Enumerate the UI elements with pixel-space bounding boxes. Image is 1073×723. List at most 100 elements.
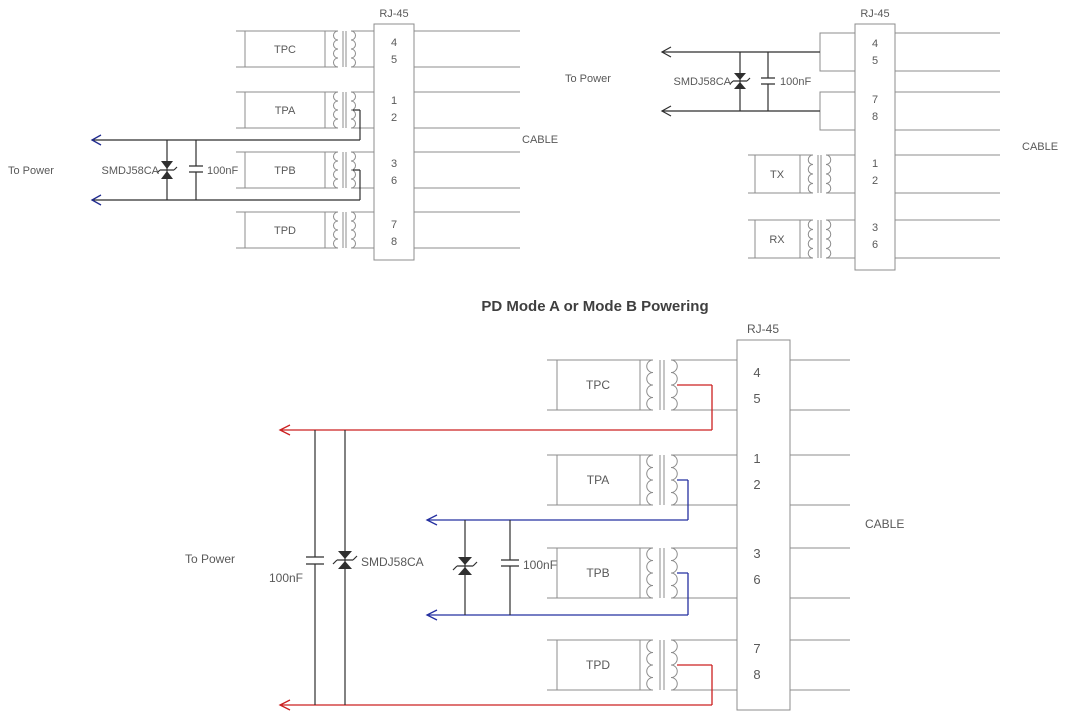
block-tpb bbox=[556, 547, 641, 599]
to-power-label: To Power bbox=[185, 552, 235, 566]
cap-label-right: 100nF bbox=[523, 558, 557, 572]
transformer-secondary-coils bbox=[350, 30, 356, 249]
block-tpa bbox=[556, 454, 641, 506]
block-tpa bbox=[244, 91, 326, 129]
cable-label: CABLE bbox=[522, 134, 558, 146]
pin-number: 1 bbox=[872, 158, 878, 170]
tvs-bar bbox=[452, 561, 478, 571]
power-pair-block bbox=[819, 32, 856, 72]
tvs-triangle bbox=[458, 567, 472, 575]
transformers bbox=[646, 359, 678, 691]
pin-number: 2 bbox=[753, 477, 760, 492]
transformer-primary-coils bbox=[333, 30, 339, 249]
pin-number: 5 bbox=[391, 54, 397, 66]
pin-number: 7 bbox=[872, 94, 878, 106]
pin-number: 7 bbox=[753, 641, 760, 656]
cap-label: 100nF bbox=[207, 165, 238, 177]
power-circuit: To Power 100nF SMDJ58CA 100nF bbox=[185, 384, 713, 711]
tvs-label: SMDJ58CA bbox=[102, 165, 160, 177]
block-label: TPD bbox=[586, 658, 610, 672]
pin-number: 1 bbox=[753, 451, 760, 466]
block-label: TPC bbox=[586, 378, 610, 392]
rj45-connector: RJ-45 4 5 7 8 1 2 3 6 bbox=[854, 8, 896, 271]
rj45-label: RJ-45 bbox=[860, 8, 889, 20]
pin-number: 3 bbox=[872, 222, 878, 234]
block-label: RX bbox=[769, 234, 785, 246]
block-tpb bbox=[244, 151, 326, 189]
block-label: TPD bbox=[274, 225, 296, 237]
tvs-bar bbox=[156, 166, 178, 174]
tvs-triangle bbox=[734, 73, 746, 80]
tvs-triangle bbox=[161, 171, 173, 179]
signal-blocks: TPC TPA TPB TPD bbox=[556, 359, 641, 691]
transformer-cores bbox=[817, 155, 822, 258]
transformer-secondary-coils bbox=[670, 359, 678, 691]
signal-blocks: TPC TPA TPB TPD bbox=[244, 30, 326, 249]
pin-number: 5 bbox=[753, 391, 760, 406]
tvs-label: SMDJ58CA bbox=[674, 76, 732, 88]
diagram-title: PD Mode A or Mode B Powering bbox=[481, 298, 708, 315]
tvs-diode-symbol bbox=[156, 161, 178, 179]
transformers bbox=[333, 30, 356, 249]
power-pair-block bbox=[819, 91, 856, 131]
power-rail-red bbox=[280, 384, 713, 706]
pin-number: 3 bbox=[391, 158, 397, 170]
pin-number: 6 bbox=[872, 239, 878, 251]
tvs-diode-symbol bbox=[729, 73, 751, 89]
cap-label: 100nF bbox=[780, 76, 811, 88]
rj45-label: RJ-45 bbox=[379, 8, 408, 20]
rj45-body bbox=[736, 339, 791, 711]
power-arrow-red-icon bbox=[278, 424, 291, 711]
rj45-body bbox=[854, 23, 896, 271]
block-label: TPC bbox=[274, 44, 296, 56]
cap-label-left: 100nF bbox=[269, 571, 303, 585]
power-arrow-blue-icon bbox=[425, 514, 438, 621]
tvs-label: SMDJ58CA bbox=[361, 555, 424, 569]
block-tpc bbox=[244, 30, 326, 68]
signal-wires bbox=[236, 30, 520, 249]
pin-number: 2 bbox=[872, 175, 878, 187]
power-arrow-icon bbox=[660, 46, 672, 117]
tvs-diode-symbol bbox=[332, 551, 358, 569]
block-tx bbox=[754, 154, 801, 194]
pin-number: 6 bbox=[753, 572, 760, 587]
to-power-label: To Power bbox=[565, 73, 611, 85]
pin-number: 8 bbox=[753, 667, 760, 682]
block-tpd bbox=[556, 639, 641, 691]
pin-number: 7 bbox=[391, 219, 397, 231]
tvs-bar bbox=[729, 77, 751, 85]
tvs-triangle bbox=[734, 82, 746, 89]
power-circuit: SMDJ58CA 100nF To Power bbox=[8, 109, 361, 206]
rj45-connector: RJ-45 4 5 1 2 3 6 7 8 bbox=[736, 322, 791, 711]
cable-label: CABLE bbox=[865, 517, 904, 531]
power-arrow-icon bbox=[90, 134, 102, 206]
pin-number: 5 bbox=[872, 55, 878, 67]
rj45-connector: RJ-45 4 5 1 2 3 6 7 8 bbox=[373, 8, 415, 261]
transformers bbox=[807, 154, 832, 259]
pin-number: 4 bbox=[872, 38, 878, 50]
diagram-top-right: TX RX RJ-45 4 5 7 8 1 2 3 6 CABLE bbox=[565, 8, 1058, 271]
tvs-bar bbox=[332, 555, 358, 565]
pin-number: 6 bbox=[391, 175, 397, 187]
pin-number: 8 bbox=[872, 111, 878, 123]
power-rail-blue bbox=[427, 479, 689, 616]
rj45-body bbox=[373, 23, 415, 261]
signal-wires bbox=[547, 359, 850, 691]
power-circuit: SMDJ58CA 100nF To Power bbox=[565, 46, 820, 117]
to-power-label: To Power bbox=[8, 165, 54, 177]
pin-number: 2 bbox=[391, 112, 397, 124]
diagram-bottom: PD Mode A or Mode B Powering TPC TPA TPB… bbox=[185, 298, 904, 711]
block-rx bbox=[754, 219, 801, 259]
block-label: TPA bbox=[587, 473, 609, 487]
diagram-top-left: TPC TPA TPB TPD RJ-45 4 5 1 2 3 6 7 8 CA… bbox=[8, 8, 558, 261]
rj45-label: RJ-45 bbox=[747, 322, 779, 336]
transformer-primary-coils bbox=[807, 154, 814, 259]
transformer-cores bbox=[342, 31, 347, 248]
cable-label: CABLE bbox=[1022, 141, 1058, 153]
tvs-triangle bbox=[161, 161, 173, 169]
pin-number: 1 bbox=[391, 95, 397, 107]
signal-blocks: TX RX bbox=[754, 32, 856, 259]
block-label: TX bbox=[770, 169, 785, 181]
